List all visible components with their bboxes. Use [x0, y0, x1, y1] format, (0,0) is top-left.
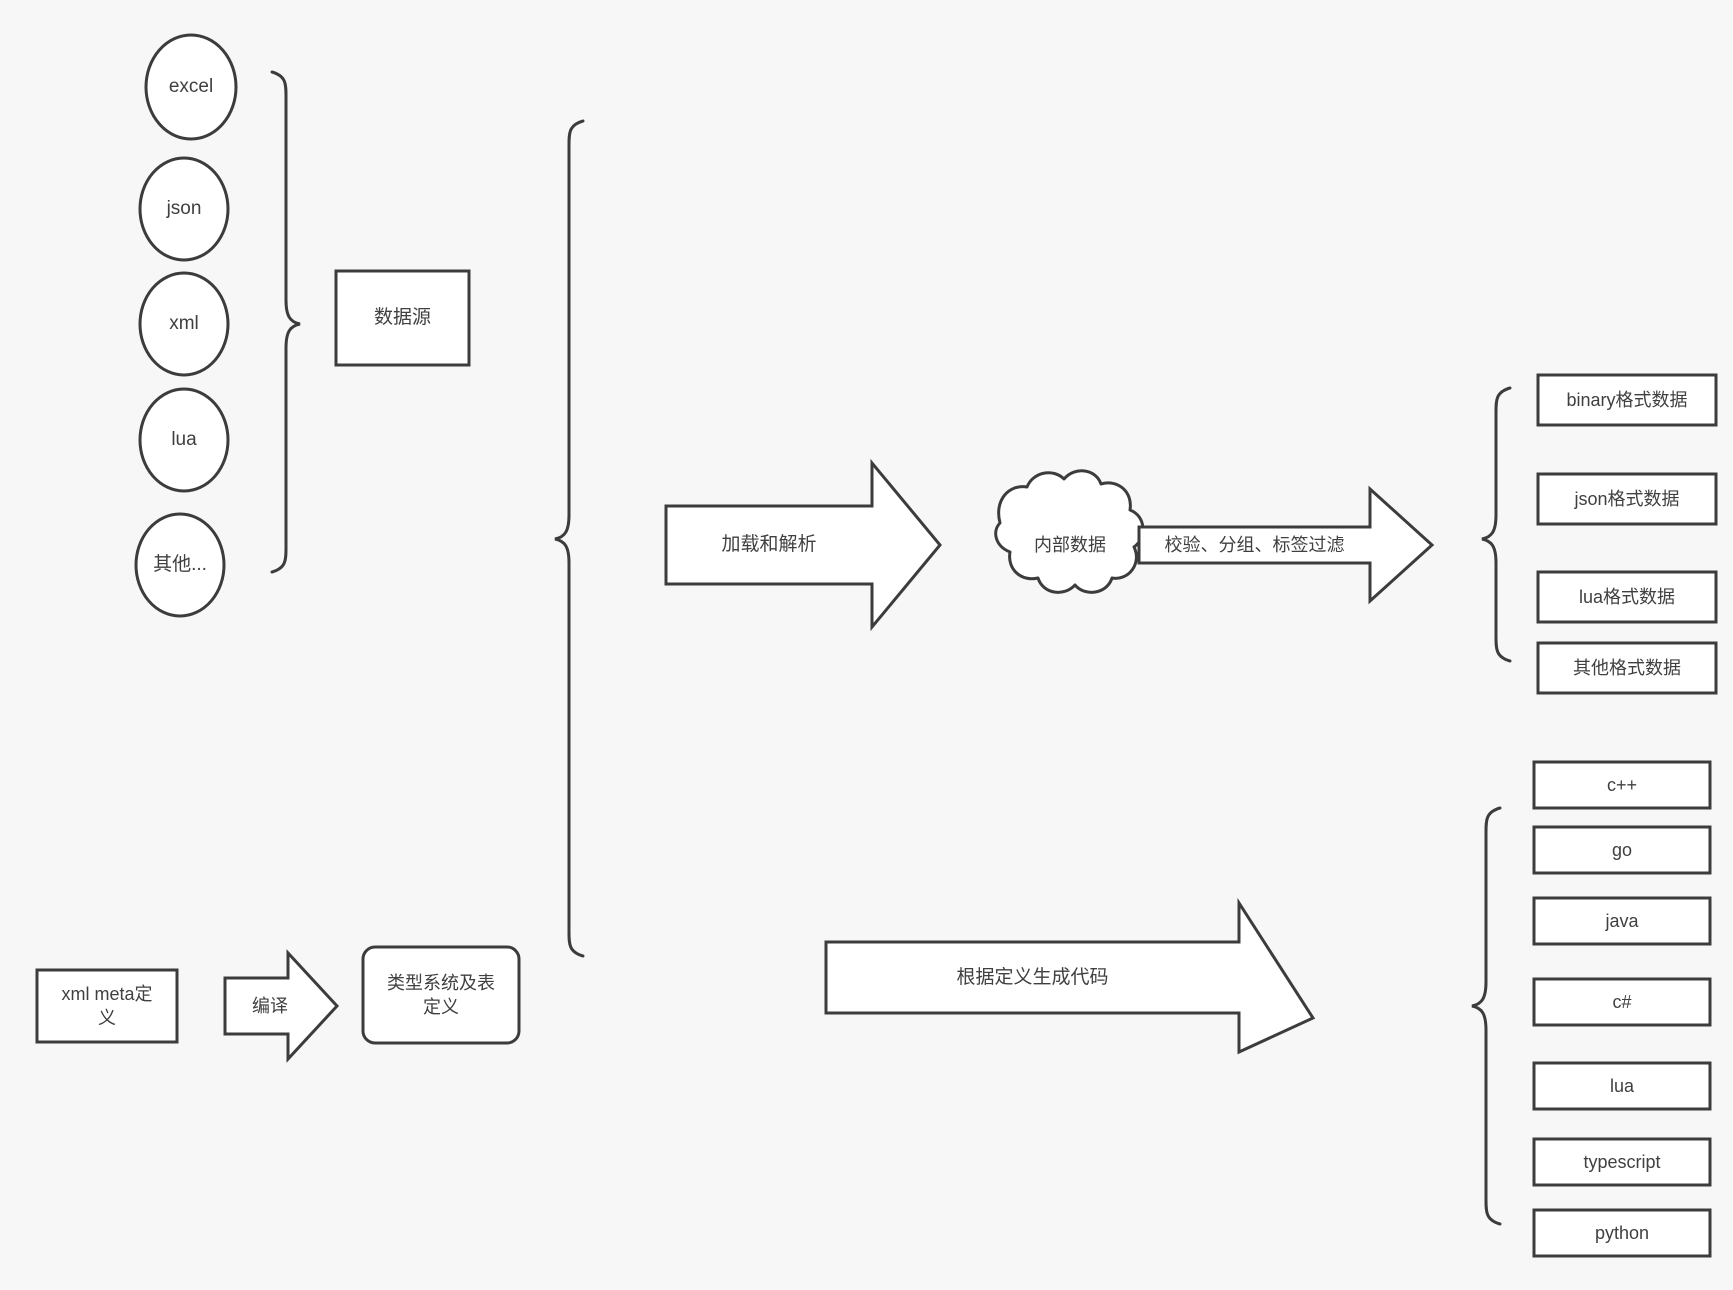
- codegen-arrow[interactable]: [824, 897, 1316, 1055]
- output-language-box-0[interactable]: [1532, 760, 1712, 810]
- output-language-box-5[interactable]: [1532, 1137, 1712, 1187]
- output-language-box-1[interactable]: [1532, 825, 1712, 875]
- internal-data-cloud[interactable]: [994, 469, 1145, 594]
- load-parse-arrow[interactable]: [664, 458, 942, 632]
- output-format-box-1[interactable]: [1536, 472, 1718, 526]
- output-format-box-3[interactable]: [1536, 641, 1718, 695]
- pipeline-input-brace: [554, 119, 585, 958]
- xml-meta-box[interactable]: [35, 968, 179, 1044]
- validate-filter-arrow[interactable]: [1137, 485, 1435, 605]
- data-format-brace: [1481, 386, 1512, 663]
- output-language-box-4[interactable]: [1532, 1061, 1712, 1111]
- compile-arrow[interactable]: [223, 949, 340, 1063]
- language-brace: [1471, 806, 1502, 1226]
- sources-brace: [270, 70, 301, 574]
- source-node-xml[interactable]: [138, 271, 230, 377]
- output-language-box-6[interactable]: [1532, 1208, 1712, 1258]
- source-node-other[interactable]: [134, 512, 226, 618]
- data-source-box[interactable]: [334, 269, 471, 367]
- source-node-lua[interactable]: [138, 387, 230, 493]
- source-node-json[interactable]: [138, 156, 230, 262]
- output-language-box-2[interactable]: [1532, 896, 1712, 946]
- output-format-box-0[interactable]: [1536, 373, 1718, 427]
- output-language-box-3[interactable]: [1532, 977, 1712, 1027]
- output-format-box-2[interactable]: [1536, 570, 1718, 624]
- type-system-box[interactable]: [361, 945, 521, 1045]
- source-node-excel[interactable]: [144, 33, 238, 141]
